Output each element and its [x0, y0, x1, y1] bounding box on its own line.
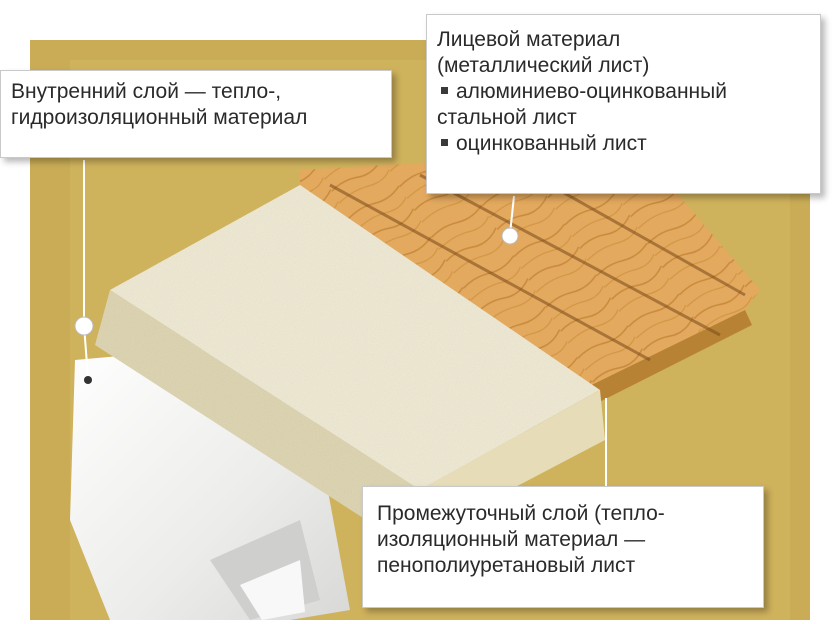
- inner-layer-line-2: гидроизоляционный материал: [11, 106, 308, 129]
- face-bullet-1-text: алюминиево-оцинкованный: [456, 80, 727, 103]
- middle-line-1: Промежуточный слой (тепло-: [377, 502, 665, 525]
- bullet-icon: [441, 139, 448, 147]
- middle-line-3: пенополиуретановый лист: [377, 554, 636, 577]
- face-line-1: Лицевой материал: [437, 28, 621, 51]
- callout-inner-layer: Внутренний слой — тепло-, гидроизоляцион…: [0, 70, 392, 158]
- bullet-icon: [441, 87, 448, 95]
- middle-line-2: изоляционный материал —: [377, 528, 646, 551]
- face-bullet-2-text: оцинкованный лист: [456, 132, 647, 155]
- foil-fold-light: [240, 560, 305, 620]
- inner-layer-line-1: Внутренний слой — тепло-,: [11, 80, 282, 103]
- face-bullet-1-cont: стальной лист: [437, 106, 577, 129]
- face-bullet-2: оцинкованный лист: [437, 131, 810, 157]
- face-bullet-1: алюминиево-оцинкованный: [437, 79, 810, 105]
- callout-face-material: Лицевой материал (металлический лист) ал…: [426, 14, 821, 194]
- leader-dot-inner-foil: [84, 376, 92, 384]
- callout-middle-layer: Промежуточный слой (тепло- изоляционный …: [362, 486, 764, 608]
- leader-dot-face: [501, 227, 519, 245]
- leader-dot-inner-top: [74, 316, 94, 336]
- face-line-2: (металлический лист): [437, 54, 650, 77]
- foam-top-texture: [110, 185, 600, 490]
- foam-side-texture: [95, 290, 420, 545]
